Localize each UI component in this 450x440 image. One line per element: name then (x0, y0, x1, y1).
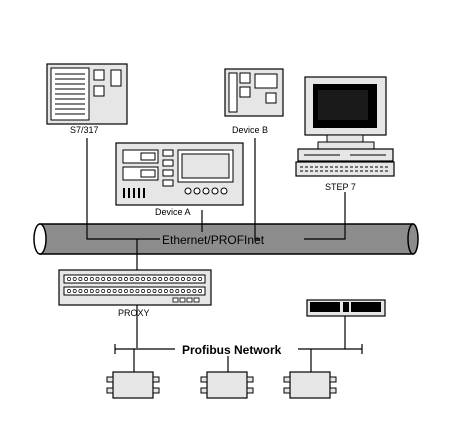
terminal-pin (192, 277, 197, 281)
device-a-operator-panel-icon (115, 142, 244, 206)
slave-3-io-box-icon (283, 371, 337, 399)
device-b-label: Device B (232, 125, 268, 135)
terminal-pin (192, 289, 197, 293)
terminal-pin (141, 289, 146, 293)
proxy-label: PROXY (118, 308, 150, 318)
terminal-pin (101, 277, 106, 281)
profibus-label: Profibus Network (182, 343, 282, 357)
terminal-pin (141, 277, 146, 281)
terminal-pin (146, 277, 151, 281)
terminal-pin (175, 289, 180, 293)
connection-lines (86, 138, 363, 372)
terminal-pin (67, 277, 71, 281)
terminal-pin (135, 289, 140, 293)
terminal-pin (112, 277, 117, 281)
terminal-pin (72, 277, 77, 281)
slave-1-io-box-icon (106, 371, 160, 399)
terminal-pin (78, 277, 83, 281)
terminal-pin (198, 289, 203, 293)
terminal-pin (169, 277, 174, 281)
terminal-pin (106, 277, 111, 281)
terminal-pin (163, 289, 168, 293)
s7-label: S7/317 (70, 125, 99, 135)
terminal-pin (124, 277, 128, 281)
terminal-pin (84, 277, 89, 281)
profibus-module-icon (306, 299, 386, 317)
terminal-pin (181, 277, 185, 281)
terminal-pin (175, 277, 180, 281)
slave-2-io-box-icon (200, 371, 254, 399)
terminal-pin (95, 289, 100, 293)
terminal-pin (67, 289, 71, 293)
terminal-pin (135, 277, 140, 281)
terminal-pin (169, 289, 174, 293)
terminal-pin (95, 277, 100, 281)
terminal-pin (106, 289, 111, 293)
terminal-pin (118, 277, 123, 281)
terminal-pin (89, 277, 94, 281)
step7-pc-workstation-icon (295, 76, 395, 177)
proxy-terminal-pins (67, 277, 203, 293)
terminal-pin (89, 289, 94, 293)
terminal-pin (152, 277, 157, 281)
terminal-pin (186, 289, 191, 293)
terminal-pin (186, 277, 191, 281)
proxy-io-terminal-icon (58, 269, 212, 306)
terminal-pin (118, 289, 123, 293)
terminal-pin (129, 277, 134, 281)
terminal-pin (78, 289, 83, 293)
device-a-label: Device A (155, 207, 191, 217)
terminal-pin (124, 289, 128, 293)
terminal-pin (158, 277, 163, 281)
terminal-pin (129, 289, 134, 293)
terminal-pin (152, 289, 157, 293)
terminal-pin (198, 277, 203, 281)
ethernet-label: Ethernet/PROFInet (162, 233, 265, 247)
device-b-controller-icon (224, 68, 284, 117)
terminal-pin (112, 289, 117, 293)
terminal-pin (72, 289, 77, 293)
terminal-pin (146, 289, 151, 293)
terminal-pin (101, 289, 106, 293)
terminal-pin (181, 289, 185, 293)
terminal-pin (158, 289, 163, 293)
step7-label: STEP 7 (325, 182, 356, 192)
terminal-pin (163, 277, 168, 281)
s7-plc-rack-icon (46, 63, 128, 125)
terminal-pin (84, 289, 89, 293)
